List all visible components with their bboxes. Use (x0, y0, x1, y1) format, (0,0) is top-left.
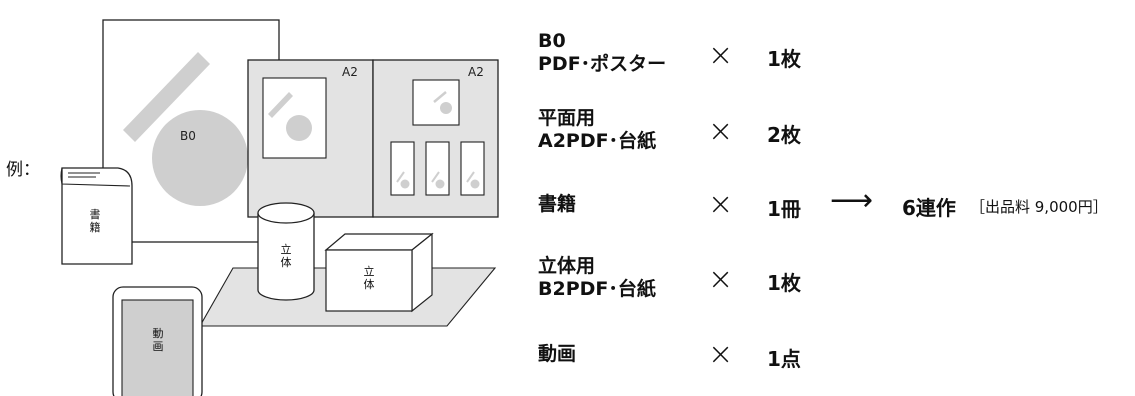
book-object (61, 167, 133, 265)
item-3d-name: 立体用 B2PDF･台紙 (538, 255, 656, 300)
item-3d-qty: 1枚 (767, 271, 801, 295)
book-text: 書 籍 (89, 208, 101, 234)
item-book-name: 書籍 (538, 193, 577, 215)
poster-label: B0 (180, 129, 196, 143)
item-video-name: 動画 (538, 343, 577, 365)
box-front (325, 249, 413, 312)
total-works: 6連作 (902, 196, 956, 220)
total-arrow: ⟶ (830, 183, 874, 218)
panel-right-artwork (412, 79, 460, 126)
entry-illustration (60, 19, 499, 396)
poster-circle (152, 110, 248, 206)
poster-diagonal-bar (123, 52, 210, 142)
item-video-times: × (708, 337, 734, 372)
panel-left-label: A2 (342, 65, 358, 79)
item-b0-times: × (708, 38, 734, 73)
item-book-qty: 1冊 (767, 197, 801, 221)
example-label: 例： (6, 160, 40, 180)
panel-left-bar (268, 92, 293, 118)
total-price: ［出品料 9,000円］ (970, 198, 1108, 216)
tablet-text: 動 画 (152, 327, 164, 353)
item-a2-times: × (708, 114, 734, 149)
panel-right-label: A2 (468, 65, 484, 79)
cylinder-text: 立 体 (280, 243, 292, 269)
box-text: 立 体 (363, 265, 375, 291)
item-b0-poster-name: B0 PDF･ポスター (538, 30, 667, 75)
cylinder-object (257, 213, 315, 301)
item-video-qty: 1点 (767, 347, 801, 371)
item-book-times: × (708, 187, 734, 222)
tablet-screen (121, 299, 194, 396)
item-a2-qty: 2枚 (767, 123, 801, 147)
panel-left-circle (286, 115, 312, 141)
item-3d-times: × (708, 262, 734, 297)
item-a2-name: 平面用 A2PDF･台紙 (538, 107, 657, 152)
item-b0-qty: 1枚 (767, 47, 801, 71)
